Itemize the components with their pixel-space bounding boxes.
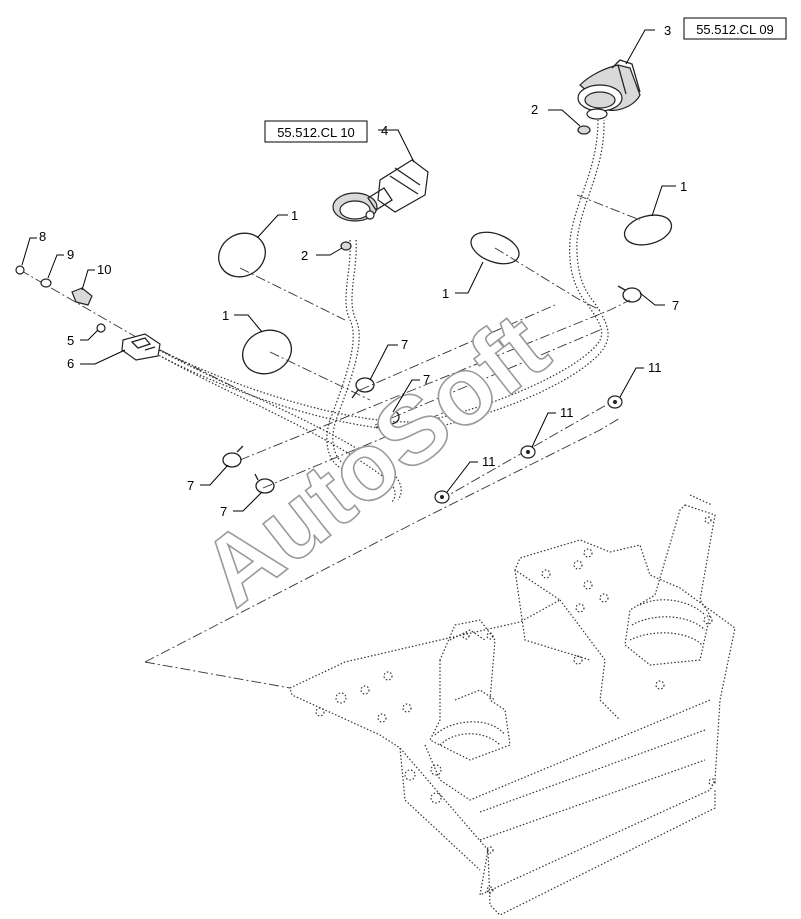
callout-10: 10: [97, 262, 111, 277]
callout-1: 1: [680, 179, 687, 194]
callout-8: 8: [39, 229, 46, 244]
seal-ring-icon: [218, 214, 673, 375]
callout-2: 2: [301, 248, 308, 263]
reference-box-mid[interactable]: 55.512.CL 10: [264, 120, 368, 143]
callout-7: 7: [220, 504, 227, 519]
svg-text:55.512.CL 10: 55.512.CL 10: [277, 125, 355, 140]
callout-labels: 3 2 4 1 1 2 1 1 8 9 10 5 6 7 7 7 7 7 11 …: [39, 23, 687, 519]
callout-11: 11: [648, 360, 662, 375]
bolt-icon: [434, 395, 623, 504]
reference-box-top[interactable]: 55.512.CL 09: [683, 17, 787, 40]
grommet-icon: [577, 59, 641, 120]
grommet-icon: [332, 159, 429, 222]
callout-5: 5: [67, 333, 74, 348]
svg-text:AutoSoft: AutoSoft: [182, 293, 567, 627]
callout-11: 11: [560, 405, 574, 420]
assembly-guide-lines: [19, 194, 641, 689]
callout-1: 1: [291, 208, 298, 223]
watermark: AutoSoft: [181, 292, 568, 627]
wire-harness: [149, 119, 609, 503]
callout-6: 6: [67, 356, 74, 371]
callout-7: 7: [187, 478, 194, 493]
callout-7: 7: [423, 372, 430, 387]
hose-clamp-icon: [222, 285, 642, 494]
callout-11: 11: [482, 454, 496, 469]
connector-icon: [15, 265, 161, 361]
callout-3: 3: [664, 23, 671, 38]
callout-9: 9: [67, 247, 74, 262]
svg-text:55.512.CL 09: 55.512.CL 09: [696, 22, 774, 37]
nut-icon: [340, 125, 591, 251]
joystick-icon: [429, 619, 511, 761]
callout-1: 1: [222, 308, 229, 323]
callout-2: 2: [531, 102, 538, 117]
callout-leaders: [21, 29, 676, 512]
callout-1: 1: [442, 286, 449, 301]
callout-7: 7: [401, 337, 408, 352]
callout-4: 4: [381, 123, 388, 138]
callout-7: 7: [672, 298, 679, 313]
console-frame: [289, 539, 736, 916]
joystick-icon: [624, 494, 716, 666]
